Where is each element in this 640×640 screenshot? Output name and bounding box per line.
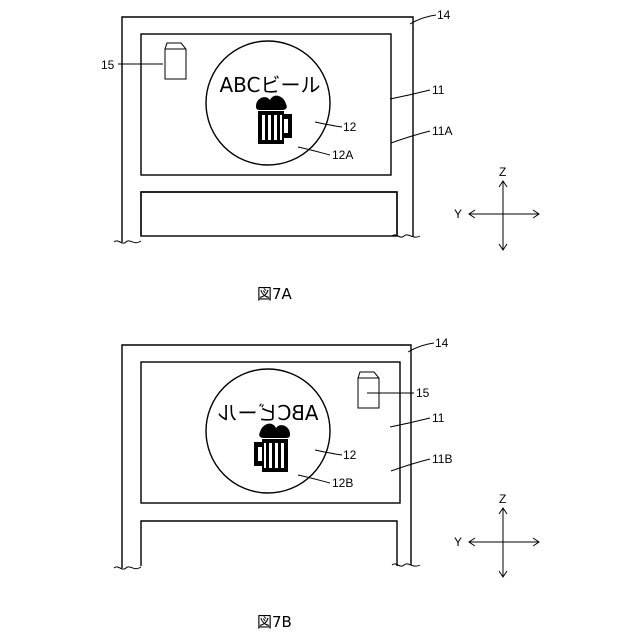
ref-11: 11 [432,83,445,97]
ref-15: 15 [416,386,430,400]
ref-11: 11 [432,411,445,425]
figure-caption: 図7B [257,613,292,631]
axis-z: Z [499,492,506,506]
can-icon [358,372,379,408]
brand-text-mirrored: ABCビール [217,401,318,425]
can-icon [165,43,186,79]
axis-arrows-icon [469,181,539,250]
axis-y: Y [454,535,462,549]
axis-arrows-icon [469,508,539,577]
axis-y: Y [454,207,462,221]
ref-14: 14 [435,336,449,350]
figure-7a: ABCビール 14 15 11 12 11A 12A [101,8,539,303]
ref-15: 15 [101,58,115,72]
ref-12b: 12B [332,476,353,490]
ref-12: 12 [343,120,357,134]
ref-11b: 11B [432,452,452,466]
figure-caption: 図7A [257,285,293,303]
ref-12: 12 [343,448,357,462]
figure-7b: ABCビール 14 15 11 12 11B 12B [114,336,539,631]
ref-11a: 11A [432,124,452,138]
ref-14: 14 [437,8,451,22]
axis-z: Z [499,165,506,179]
beer-mug-icon [254,424,290,472]
ref-12a: 12A [332,148,353,162]
brand-text: ABCビール [219,73,320,97]
beer-mug-icon [256,96,292,144]
